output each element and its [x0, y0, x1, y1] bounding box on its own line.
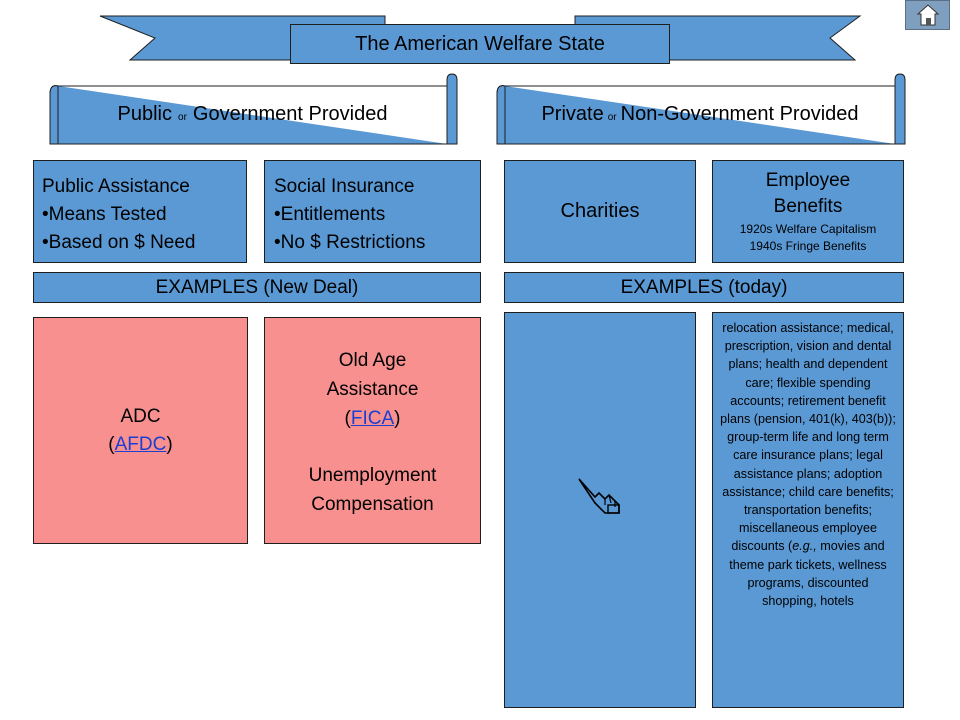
- home-button[interactable]: [905, 0, 950, 30]
- adc-afdc-line: (AFDC): [108, 431, 172, 459]
- private-scroll-curl-left: [496, 85, 506, 145]
- page-title-text: The American Welfare State: [355, 32, 605, 55]
- old-age-line-1: Old Age: [338, 350, 407, 371]
- employee-benefits-box: Employee Benefits 1920s Welfare Capitali…: [712, 160, 904, 263]
- old-age-line-2: Assistance: [326, 379, 419, 400]
- public-banner-or: or: [178, 111, 187, 123]
- social-insurance-box: Social Insurance Entitlements No $ Restr…: [264, 160, 481, 263]
- public-banner-main: Public: [117, 102, 173, 125]
- public-assistance-bullet-2: Based on $ Need: [42, 229, 246, 257]
- social-insurance-bullet-2: No $ Restrictions: [274, 229, 480, 257]
- private-banner-or: or: [607, 111, 617, 123]
- public-scroll-curl-left: [49, 85, 59, 145]
- home-icon: [916, 4, 940, 26]
- public-assistance-box: Public Assistance Means Tested Based on …: [33, 160, 247, 263]
- adc-close-paren: ): [166, 433, 173, 455]
- benefits-list-text: relocation assistance; medical, prescrip…: [720, 321, 896, 554]
- employee-benefits-heading-2: Benefits: [773, 196, 843, 217]
- old-age-line-4: Unemployment: [308, 465, 437, 486]
- employee-benefits-heading-1: Employee: [765, 170, 851, 191]
- charities-label: Charities: [560, 200, 640, 222]
- social-insurance-bullet-1: Entitlements: [274, 201, 480, 229]
- private-banner-main: Private: [541, 102, 604, 125]
- old-age-line-5: Compensation: [311, 494, 434, 515]
- benefits-list-box: relocation assistance; medical, prescrip…: [712, 312, 904, 708]
- private-banner-rest: Non-Government Provided: [620, 102, 859, 125]
- old-age-fica-line: (FICA): [265, 404, 480, 433]
- public-banner-rest: Government Provided: [192, 102, 388, 125]
- pointer-box[interactable]: [504, 312, 696, 708]
- benefits-list-eg: e.g.,: [792, 539, 817, 554]
- adc-box: ADC (AFDC): [33, 317, 248, 544]
- public-assistance-heading: Public Assistance: [42, 176, 190, 197]
- employee-benefits-line-1: 1920s Welfare Capitalism: [739, 222, 877, 236]
- examples-today-header: EXAMPLES (today): [504, 272, 904, 303]
- public-assistance-bullet-1: Means Tested: [42, 201, 246, 229]
- examples-new-deal-text: EXAMPLES (New Deal): [155, 276, 359, 298]
- afdc-link[interactable]: AFDC: [114, 433, 167, 455]
- adc-label: ADC: [120, 405, 161, 427]
- fica-link[interactable]: FICA: [350, 408, 395, 429]
- pointing-hand-icon: [578, 478, 620, 514]
- charities-box: Charities: [504, 160, 696, 263]
- old-age-open-paren: (: [344, 408, 351, 429]
- social-insurance-heading: Social Insurance: [274, 176, 415, 197]
- old-age-box: Old Age Assistance (FICA) Unemployment C…: [264, 317, 481, 544]
- old-age-close-paren: ): [394, 408, 401, 429]
- private-banner-label: Private or Non-Government Provided: [505, 92, 895, 136]
- page-title: The American Welfare State: [290, 24, 670, 64]
- examples-new-deal-header: EXAMPLES (New Deal): [33, 272, 481, 303]
- employee-benefits-line-2: 1940s Fringe Benefits: [749, 239, 867, 253]
- adc-open-paren: (: [108, 433, 115, 455]
- public-banner-label: Public or Government Provided: [60, 92, 445, 136]
- benefits-list-text-end: movies and theme park tickets, wellness …: [729, 539, 887, 609]
- examples-today-text: EXAMPLES (today): [620, 276, 788, 298]
